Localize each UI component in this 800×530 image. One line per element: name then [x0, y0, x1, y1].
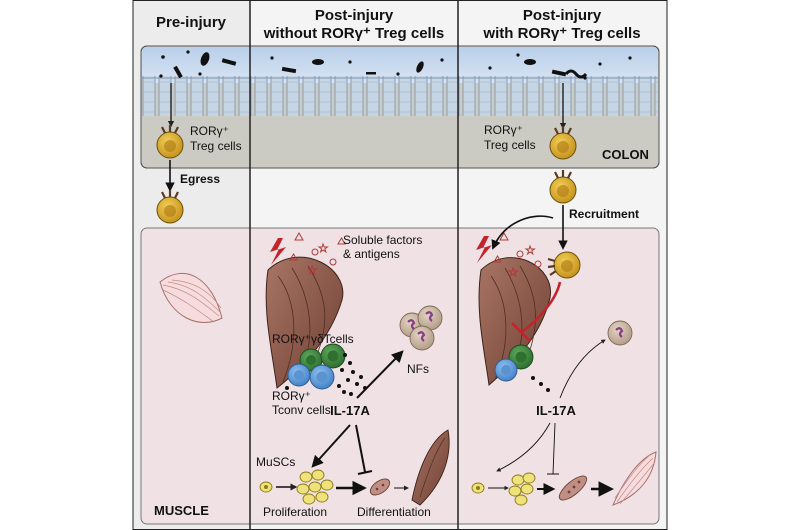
muscle-fiber-without: [411, 429, 450, 506]
arrow-to-muscs-with: [496, 422, 551, 472]
il17a-label-without: IL-17A: [330, 403, 370, 418]
proliferating-cells-with: [508, 472, 536, 506]
egress-label: Egress: [180, 172, 220, 186]
inhibit-differentiation-with: [547, 422, 559, 475]
title-with-line1: Post-injury: [523, 7, 602, 24]
proliferation-label-without: Proliferation: [263, 505, 327, 519]
differentiation-label-without: Differentiation: [357, 505, 431, 519]
arrow-to-nf-with: [559, 339, 606, 399]
inhibit-red: [511, 281, 562, 342]
t-cell-cluster-with: [494, 344, 534, 382]
nf-cells-without: [399, 305, 443, 351]
muscs-label: MuSCs: [256, 455, 295, 469]
title-without-line1: Post-injury: [315, 7, 394, 24]
microbes: [159, 50, 632, 80]
injured-muscle-without: [265, 238, 344, 389]
treg-label-pre-line2: Treg cells: [190, 139, 242, 153]
nfs-label-without: NFs: [407, 362, 429, 376]
muscs-without: [259, 481, 273, 493]
treg-cell-with-muscle: [547, 251, 581, 279]
title-pre: Pre-injury: [156, 14, 227, 31]
healthy-muscle-with: [612, 451, 657, 506]
gd-tcells-label: RORγ⁺γδTcells: [272, 332, 354, 346]
soluble-label-line2: & antigens: [343, 247, 400, 261]
il17a-dots-without: [285, 353, 367, 396]
epithelium-crypts: [142, 76, 658, 116]
title-without-line2: without RORγ⁺ Treg cells: [263, 25, 444, 42]
soluble-label-line1: Soluble factors: [343, 233, 422, 247]
soluble-factors-without: [289, 231, 346, 276]
il17a-dots-with: [531, 376, 550, 392]
recruitment-label: Recruitment: [569, 207, 639, 221]
arrow-to-nfs: [356, 350, 404, 399]
treg-cell-with-colon: [549, 126, 577, 160]
nf-cell-with: [607, 320, 633, 346]
treg-cell-pre-circulating: [156, 190, 184, 224]
title-with-line2: with RORγ⁺ Treg cells: [482, 25, 640, 42]
t-cell-cluster-without: [287, 343, 346, 390]
treg-label-pre-line1: RORγ⁺: [190, 124, 229, 138]
tconv-label-line1: RORγ⁺: [272, 389, 311, 403]
muscle-label: MUSCLE: [154, 503, 209, 518]
il17a-label-with: IL-17A: [536, 403, 576, 418]
tconv-label-line2: Tconv cells: [272, 403, 331, 417]
myocyte-with: [558, 475, 588, 501]
soluble-factors-with: [493, 231, 542, 278]
myocyte-without: [369, 478, 391, 496]
colon-box: [140, 45, 660, 169]
proliferating-cells-without: [296, 469, 334, 505]
antigen-to-treg-arrow: [491, 215, 554, 250]
colon-label: COLON: [602, 147, 649, 162]
healthy-muscle-pre: [159, 272, 223, 323]
inhibit-differentiation-without: [355, 424, 373, 475]
muscs-with: [471, 482, 485, 494]
arrow-to-muscs: [311, 424, 351, 468]
treg-label-with-line1: RORγ⁺: [484, 123, 523, 137]
treg-label-with-line2: Treg cells: [484, 138, 536, 152]
treg-cell-pre-colon: [156, 125, 184, 159]
treg-cell-with-circulating: [549, 170, 577, 204]
